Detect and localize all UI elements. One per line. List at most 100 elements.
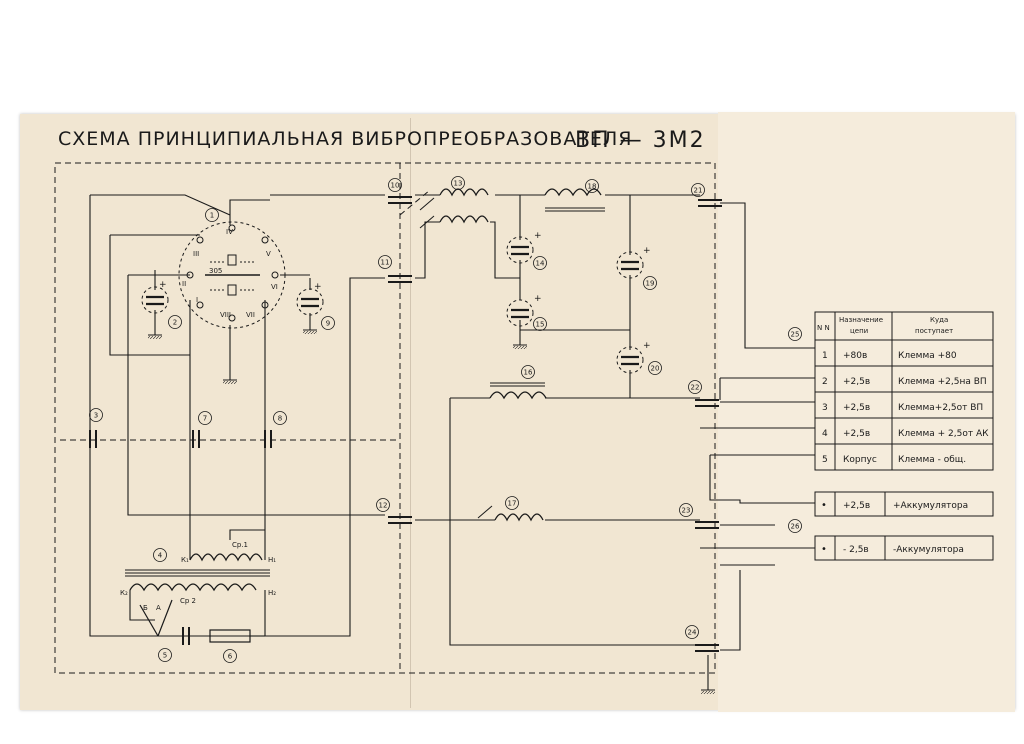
vibrator-code: 305 — [209, 267, 222, 275]
component-number-circle — [691, 183, 705, 197]
svg-text:+: + — [534, 231, 542, 241]
vibrator-pin-ii: II — [182, 280, 186, 288]
polarity-marks: + + + + + + — [159, 231, 651, 351]
component-number-23: 23 — [682, 507, 691, 515]
vibrator-pin-viii: VIII — [220, 311, 231, 319]
component-number-circle — [788, 519, 802, 533]
component-number-13: 13 — [454, 180, 463, 188]
shield-enclosure — [54, 162, 716, 674]
vibrator-pin-iv: IV — [226, 228, 233, 236]
component-number-19: 19 — [646, 280, 655, 288]
component-number-circle — [388, 178, 402, 192]
capacitors — [89, 196, 722, 652]
component-number-circle — [158, 648, 172, 662]
terminal-row-num: 4 — [822, 429, 828, 439]
component-number-22: 22 — [691, 384, 700, 392]
header-purpose-2: цепи — [850, 327, 868, 335]
component-number-circle — [788, 327, 802, 341]
battery-table: •+2,5в+Аккумулятора•- 2,5в-Аккумулятора — [814, 491, 994, 561]
component-number-circle — [505, 496, 519, 510]
component-number-16: 16 — [524, 369, 533, 377]
paper-fold-line — [410, 118, 411, 708]
battery-row-dest: -Аккумулятора — [893, 545, 964, 555]
vibrator-pin-i: I — [196, 296, 198, 304]
component-number-circle — [648, 361, 662, 375]
component-number-6: 6 — [228, 653, 233, 661]
svg-text:+: + — [643, 341, 651, 351]
component-number-4: 4 — [158, 552, 163, 560]
vibrator-pin-v: V — [266, 250, 271, 258]
component-number-circle — [223, 649, 237, 663]
svg-text:+: + — [314, 282, 322, 292]
component-number-circle — [198, 411, 212, 425]
component-number-26: 26 — [791, 523, 800, 531]
battery-row-num: • — [821, 500, 827, 511]
terminal-row-num: 5 — [822, 455, 828, 465]
component-number-circle — [273, 411, 287, 425]
component-number-15: 15 — [536, 321, 545, 329]
component-number-17: 17 — [508, 500, 517, 508]
terminal-row-num: 2 — [822, 377, 828, 387]
switch-and-resistor — [139, 599, 251, 643]
component-number-circle — [688, 380, 702, 394]
component-number-circle — [378, 255, 392, 269]
component-number-24: 24 — [688, 629, 697, 637]
component-number-circle — [533, 317, 547, 331]
vibrator-pin-vi: VI — [271, 283, 278, 291]
svg-text:Н₂: Н₂ — [268, 589, 276, 597]
battery-row-num: • — [821, 544, 827, 555]
component-number-circle — [153, 548, 167, 562]
terminal-row-purpose: Корпус — [843, 455, 877, 465]
vibrator-pin-iii: III — [193, 250, 199, 258]
svg-text:Ср.1: Ср.1 — [232, 541, 248, 549]
svg-text:+: + — [643, 246, 651, 256]
vibrator-pin-vii: VII — [246, 311, 255, 319]
paper-sheet-fold-right — [718, 112, 1015, 712]
component-number-7: 7 — [203, 415, 207, 423]
terminal-row-purpose: +2,5в — [843, 403, 870, 413]
component-number-circle — [521, 365, 535, 379]
component-number-circle — [168, 315, 182, 329]
svg-text:К₁: К₁ — [181, 556, 189, 564]
header-dest-1: Куда — [930, 316, 948, 324]
terminal-row-dest: Клемма + 2,5от АК — [898, 429, 989, 439]
component-number-circle — [451, 176, 465, 190]
component-number-circle — [643, 276, 657, 290]
component-number-11: 11 — [381, 259, 390, 267]
svg-text:К₂: К₂ — [120, 589, 128, 597]
component-number-circle — [585, 179, 599, 193]
terminal-table: N N Назначение цепи Куда поступает 1+80в… — [814, 311, 994, 471]
terminal-row-dest: Клемма +2,5на ВП — [898, 377, 987, 387]
svg-text:А: А — [156, 604, 161, 612]
terminal-row-dest: Клемма+2,5от ВП — [898, 403, 983, 413]
svg-text:Ср 2: Ср 2 — [180, 597, 196, 605]
component-number-25: 25 — [791, 331, 800, 339]
battery-row-dest: +Аккумулятора — [893, 501, 968, 511]
terminal-row-purpose: +2,5в — [843, 429, 870, 439]
ground-symbols — [148, 329, 715, 694]
component-number-20: 20 — [651, 365, 660, 373]
component-number-9: 9 — [326, 320, 330, 328]
component-number-circle — [533, 256, 547, 270]
svg-text:Н₁: Н₁ — [268, 556, 276, 564]
terminal-row-dest: Клемма +80 — [898, 351, 957, 361]
terminal-row-purpose: +80в — [843, 351, 867, 361]
component-number-circle — [376, 498, 390, 512]
component-number-14: 14 — [536, 260, 545, 268]
svg-text:+: + — [159, 280, 167, 290]
schematic-title: СХЕМА ПРИНЦИПИАЛЬНАЯ ВИБРОПРЕОБРАЗОВАТЕЛ… — [58, 128, 632, 150]
component-number-circle — [685, 625, 699, 639]
component-number-5: 5 — [163, 652, 167, 660]
component-number-10: 10 — [391, 182, 400, 190]
header-dest-2: поступает — [915, 327, 953, 335]
component-number-2: 2 — [173, 319, 177, 327]
component-number-18: 18 — [588, 183, 597, 191]
terminal-row-num: 1 — [822, 351, 828, 361]
vibrator-unit: IV III V II VI I VIII VII 305 — [178, 221, 286, 329]
battery-row-voltage: - 2,5в — [843, 545, 869, 555]
component-number-8: 8 — [278, 415, 282, 423]
component-number-circle — [321, 316, 335, 330]
component-number-circle — [679, 503, 693, 517]
